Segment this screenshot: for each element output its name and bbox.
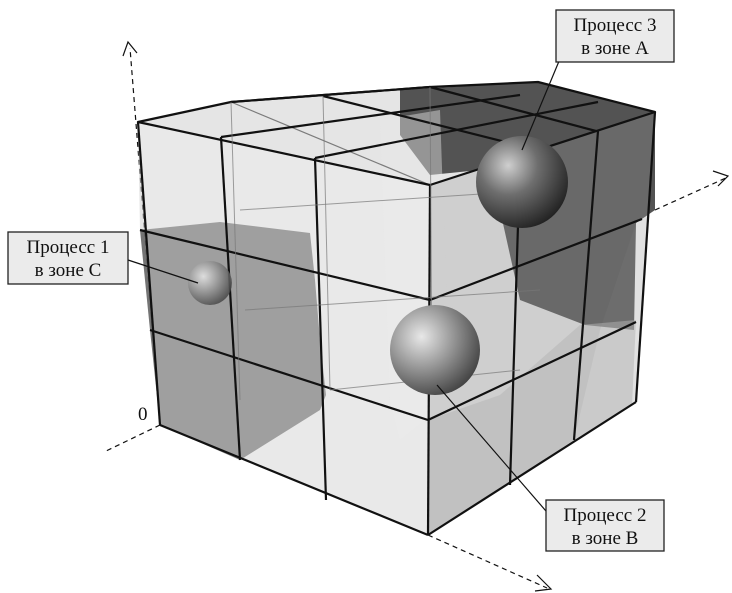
cube <box>136 80 657 537</box>
callout-process-1-line2: в зоне C <box>35 260 102 281</box>
process-3-sphere <box>476 136 568 228</box>
axis-left <box>103 424 161 453</box>
leader-process-2 <box>436 384 553 519</box>
process-1-sphere <box>188 261 232 305</box>
leader-lines <box>127 53 563 519</box>
cube-front-face <box>138 122 430 535</box>
axis-front <box>427 534 548 589</box>
axis-right-arrowhead <box>712 170 730 187</box>
process-2-sphere <box>390 305 480 395</box>
axis-vertical-arrowhead <box>122 40 138 57</box>
callout-process-1: Процесс 1 в зоне C <box>7 231 129 285</box>
callout-process-1-line1: Процесс 1 <box>27 237 110 258</box>
callout-process-3-line2: в зоне A <box>581 38 649 59</box>
cube-right-face <box>428 112 655 535</box>
leader-process-1 <box>127 259 199 284</box>
axis-right <box>654 176 729 211</box>
callout-process-2-line2: в зоне B <box>572 528 639 549</box>
callout-process-2: Процесс 2 в зоне B <box>545 499 665 552</box>
leader-process-3 <box>521 53 563 151</box>
callout-process-3-line1: Процесс 3 <box>574 15 657 36</box>
zone-lower-right <box>428 320 636 535</box>
axis-front-arrowhead <box>534 574 553 592</box>
origin-label: 0 <box>138 404 148 425</box>
callout-process-3: Процесс 3 в зоне A <box>555 9 675 63</box>
callout-process-2-line1: Процесс 2 <box>564 505 647 526</box>
cube-grid <box>136 80 657 537</box>
